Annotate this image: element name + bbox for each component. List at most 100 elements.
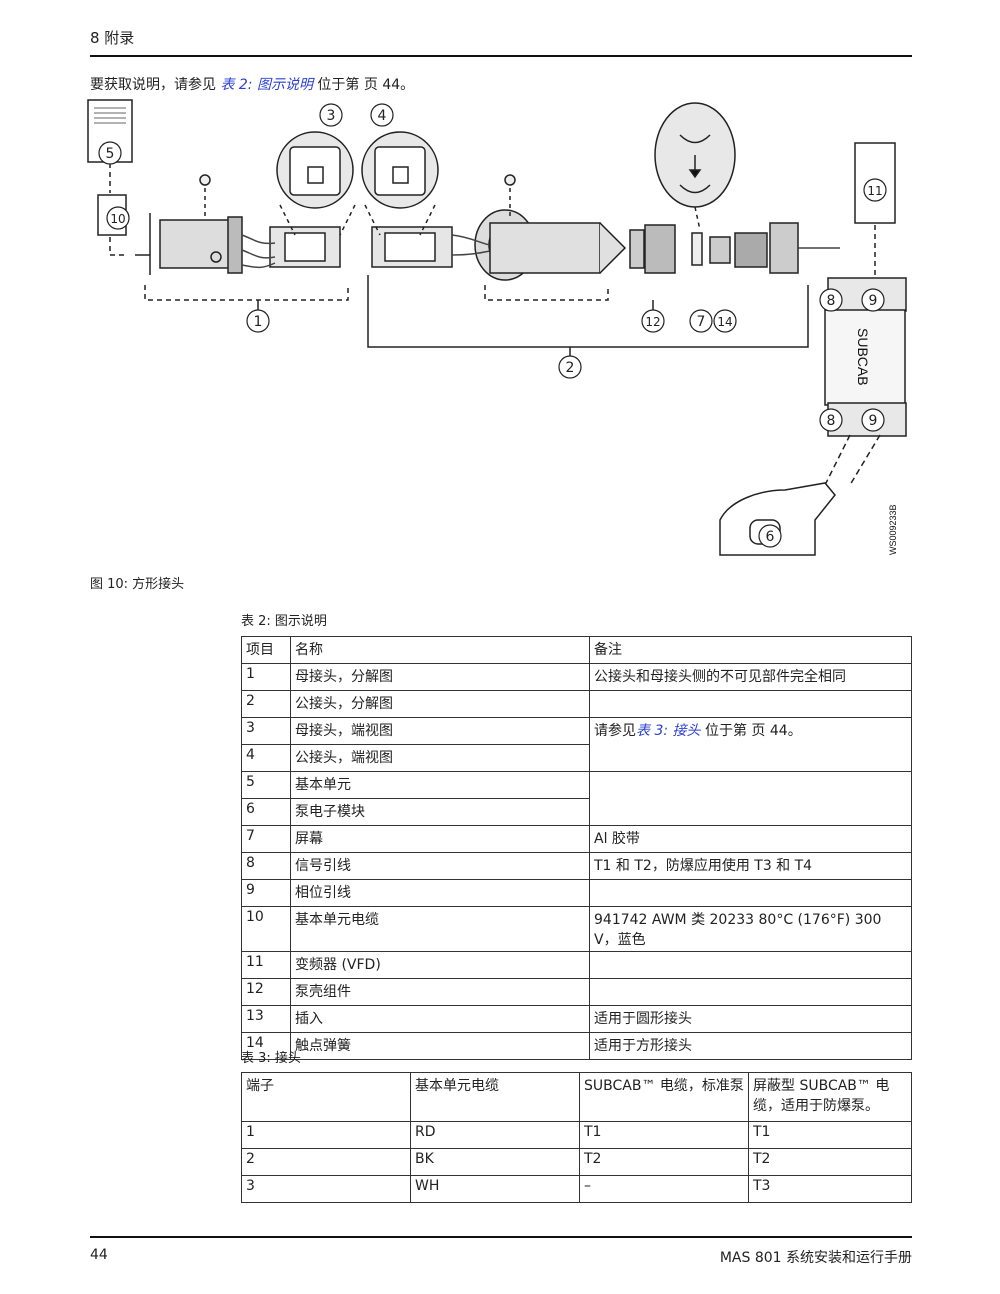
svg-text:5: 5 xyxy=(106,146,115,162)
note-text: 位于第 页 44。 xyxy=(700,723,802,739)
svg-text:4: 4 xyxy=(378,108,387,124)
col-terminal: 端子 xyxy=(241,1072,411,1122)
svg-text:10: 10 xyxy=(110,212,125,226)
table-cell xyxy=(589,690,912,718)
callout-3: 3 xyxy=(319,103,343,127)
callout-4: 4 xyxy=(370,103,394,127)
table-cell: 1 xyxy=(241,663,291,691)
intro-text: 要获取说明，请参见 表 2: 图示说明 位于第 页 44。 xyxy=(90,74,414,94)
callout-7: 7 xyxy=(689,309,713,333)
col-name: 名称 xyxy=(290,636,590,664)
table-cell: 12 xyxy=(241,978,291,1006)
table-cell: 基本单元电缆 xyxy=(290,906,590,952)
connector-diagram: 3 4 5 10 1 12 7 14 2 11 8 9 8 9 6 SUBCAB… xyxy=(87,99,907,556)
table-cell: 9 xyxy=(241,879,291,907)
callout-5: 5 xyxy=(98,141,122,165)
table-cell: T1 和 T2，防爆应用使用 T3 和 T4 xyxy=(589,852,912,880)
table-cell xyxy=(589,951,912,979)
callout-12: 12 xyxy=(641,309,665,333)
col-shielded-subcab: 屏蔽型 SUBCAB™ 电缆，适用于防爆泵。 xyxy=(748,1072,912,1122)
callout-6: 6 xyxy=(758,524,782,548)
legend-link[interactable]: 表 2: 图示说明 xyxy=(220,77,313,93)
svg-text:12: 12 xyxy=(645,315,660,329)
table-cell: 母接头，分解图 xyxy=(290,663,590,691)
table-cell: 公接头，端视图 xyxy=(290,744,590,772)
table-cell: 4 xyxy=(241,744,291,772)
figure-code: WS009233B xyxy=(888,504,898,555)
table-cell: 变频器 (VFD) xyxy=(290,951,590,979)
table-header-row: 项目 名称 备注 xyxy=(241,636,912,664)
table-cell: T2 xyxy=(748,1148,912,1176)
table-cell: 7 xyxy=(241,825,291,853)
female-housing xyxy=(159,219,231,269)
table-cell: 1 xyxy=(241,1121,411,1149)
table-cell: T1 xyxy=(579,1121,749,1149)
callout-9-top: 9 xyxy=(861,288,885,312)
header-rule xyxy=(90,55,912,57)
table-cell xyxy=(589,879,912,907)
table-cell: T3 xyxy=(748,1175,912,1203)
section-header: 8 附录 xyxy=(90,29,135,47)
table-cell: 5 xyxy=(241,771,291,799)
table-cell: 公接头，分解图 xyxy=(290,690,590,718)
pump-housing xyxy=(489,222,601,274)
table-cell: 信号引线 xyxy=(290,852,590,880)
table-cell-note: 请参见表 3: 接头 位于第 页 44。 xyxy=(589,717,912,772)
table-cell: 2 xyxy=(241,690,291,718)
table-cell xyxy=(589,978,912,1006)
table-cell: T1 xyxy=(748,1121,912,1149)
callout-14: 14 xyxy=(713,309,737,333)
callout-8-bottom: 8 xyxy=(819,408,843,432)
svg-text:2: 2 xyxy=(566,360,575,376)
manual-title: MAS 801 系统安装和运行手册 xyxy=(719,1250,912,1266)
callout-2: 2 xyxy=(558,355,582,379)
table-cell: 6 xyxy=(241,798,291,826)
table2-caption: 表 2: 图示说明 xyxy=(241,614,327,629)
svg-text:14: 14 xyxy=(717,315,732,329)
table-cell: 941742 AWM 类 20233 80°C (176°F) 300 V，蓝色 xyxy=(589,906,912,952)
svg-text:8: 8 xyxy=(827,293,836,309)
table-cell: BK xyxy=(410,1148,580,1176)
table-cell: 10 xyxy=(241,906,291,952)
svg-text:7: 7 xyxy=(697,314,706,330)
callout-8-top: 8 xyxy=(819,288,843,312)
intro-before: 要获取说明，请参见 xyxy=(90,77,221,93)
callout-1: 1 xyxy=(246,309,270,333)
subcab-label: SUBCAB xyxy=(855,328,871,386)
note-text: 请参见 xyxy=(594,723,636,739)
table-header-row: 端子 基本单元电缆 SUBCAB™ 电缆，标准泵 屏蔽型 SUBCAB™ 电缆，… xyxy=(241,1072,912,1122)
page-number: 44 xyxy=(90,1247,108,1263)
table-cell: Al 胶带 xyxy=(589,825,912,853)
svg-text:1: 1 xyxy=(254,314,263,330)
col-note: 备注 xyxy=(589,636,912,664)
table-cell: 基本单元 xyxy=(290,771,590,799)
table-cell: 8 xyxy=(241,852,291,880)
table-cell: 3 xyxy=(241,717,291,745)
table3-caption: 表 3: 接头 xyxy=(241,1051,301,1066)
connector-table-link[interactable]: 表 3: 接头 xyxy=(636,723,701,739)
svg-text:9: 9 xyxy=(869,293,878,309)
table-cell: 母接头，端视图 xyxy=(290,717,590,745)
callout-9-bottom: 9 xyxy=(861,408,885,432)
col-item: 项目 xyxy=(241,636,291,664)
callout-10: 10 xyxy=(106,206,130,230)
svg-text:9: 9 xyxy=(869,413,878,429)
table-cell: T2 xyxy=(579,1148,749,1176)
connector-table: 端子 基本单元电缆 SUBCAB™ 电缆，标准泵 屏蔽型 SUBCAB™ 电缆，… xyxy=(241,1072,912,1203)
table-cell: 泵壳组件 xyxy=(290,978,590,1006)
